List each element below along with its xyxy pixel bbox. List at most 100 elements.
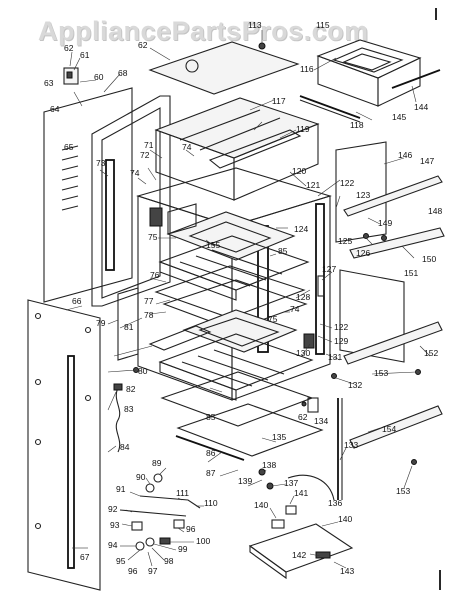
channel-150 [349, 227, 445, 259]
oven-cavity-lower [182, 309, 298, 353]
label-71: 71 [144, 140, 154, 150]
label-99: 99 [178, 544, 188, 554]
label-147: 147 [420, 156, 434, 166]
left-side-panel [43, 87, 133, 303]
label-153b: 153 [396, 486, 410, 496]
cavity-detail [199, 117, 281, 151]
label-124: 124 [294, 224, 308, 234]
screw-153a [415, 369, 421, 375]
label-126: 126 [356, 248, 370, 258]
label-84: 84 [120, 442, 130, 452]
rod-92 [119, 509, 187, 517]
rack-lower-grid [181, 349, 285, 387]
blower-housing-top [316, 39, 422, 79]
blower-housing-side [377, 57, 421, 107]
label-125: 125 [338, 236, 352, 246]
part-127 [317, 275, 325, 297]
label-136: 136 [328, 498, 342, 508]
label-134: 134 [314, 416, 328, 426]
door-holes [34, 312, 92, 530]
label-155: 155 [206, 240, 220, 250]
label-117: 117 [272, 96, 286, 106]
trim-86 [175, 435, 245, 461]
label-60: 60 [94, 72, 104, 82]
label-97: 97 [148, 566, 158, 576]
panel-79 [117, 287, 139, 361]
label-111: 111 [176, 488, 189, 498]
screws-125-126 [363, 233, 387, 241]
label-138: 138 [262, 460, 276, 470]
label-115: 115 [316, 20, 330, 30]
label-122b: 122 [334, 322, 348, 332]
rack-85-edge [159, 261, 237, 301]
top-cover [148, 41, 300, 95]
label-85a: 85 [278, 246, 288, 256]
label-145: 145 [392, 112, 406, 122]
label-98: 98 [164, 556, 174, 566]
label-75a: 75 [148, 232, 158, 242]
label-152: 152 [424, 348, 438, 358]
label-85b: 85 [206, 412, 216, 422]
label-66: 66 [72, 296, 82, 306]
screw-132 [331, 373, 337, 379]
rail-145b [299, 99, 361, 123]
label-78: 78 [144, 310, 154, 320]
blower-inner [332, 47, 404, 73]
label-140b: 140 [338, 514, 352, 524]
label-119: 119 [296, 124, 310, 134]
rod-111 [139, 495, 201, 509]
label-139: 139 [238, 476, 252, 486]
label-154: 154 [382, 424, 396, 434]
label-82: 82 [126, 384, 136, 394]
label-146: 146 [398, 150, 412, 160]
cavity-inner-155 [188, 221, 272, 253]
part-130 [303, 333, 315, 349]
part-98 [135, 541, 145, 551]
label-123: 123 [356, 190, 370, 200]
label-95: 95 [116, 556, 126, 566]
label-133: 133 [344, 440, 358, 450]
label-83: 83 [124, 404, 134, 414]
label-80: 80 [138, 366, 148, 376]
label-81: 81 [124, 322, 134, 332]
cavity-inner-lower [198, 317, 280, 347]
label-122a: 122 [340, 178, 354, 188]
part-142 [315, 551, 331, 559]
label-131: 131 [328, 352, 342, 362]
channel-154 [349, 405, 443, 449]
label-74a: 74 [182, 142, 192, 152]
right-side-panel-lower [339, 269, 405, 363]
label-153a: 153 [374, 368, 388, 378]
label-72: 72 [140, 150, 150, 160]
screw-62c [301, 401, 307, 407]
part-72 [149, 207, 163, 227]
channel-147 [343, 175, 443, 217]
bracket-part [63, 67, 79, 85]
label-62b: 62 [138, 40, 148, 50]
right-side-panel-upper [335, 141, 387, 243]
watermark-text: AppliancePartsPros.com [38, 16, 369, 46]
door-gasket [105, 159, 115, 271]
label-65: 65 [64, 142, 74, 152]
label-143: 143 [340, 566, 354, 576]
upper-cavity-top [154, 97, 320, 159]
part-140 [271, 519, 285, 529]
label-74c: 74 [290, 304, 300, 314]
label-73: 73 [96, 158, 106, 168]
label-129: 129 [334, 336, 348, 346]
vent-slots [61, 145, 79, 211]
part-96a [173, 519, 185, 529]
part-100 [159, 537, 171, 545]
floor-panel-85 [160, 371, 314, 427]
label-100: 100 [196, 536, 210, 546]
label-77: 77 [144, 296, 154, 306]
wire-136 [287, 474, 335, 501]
rail-144 [391, 69, 441, 89]
label-110: 110 [204, 498, 218, 508]
part-141 [285, 505, 297, 515]
label-91: 91 [116, 484, 126, 494]
label-76: 76 [150, 270, 160, 280]
access-panel-edge [249, 544, 287, 580]
door-panel-66 [27, 299, 101, 591]
label-68: 68 [118, 68, 128, 78]
